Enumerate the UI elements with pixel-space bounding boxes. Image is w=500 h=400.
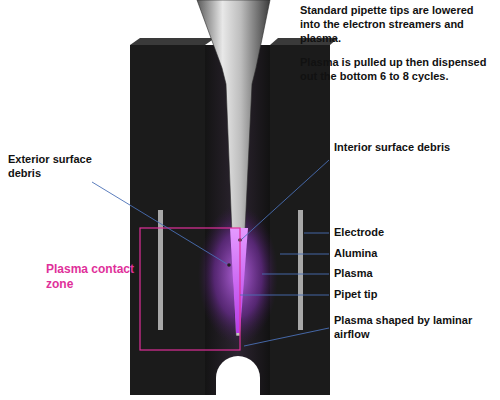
part-label: Plasma shaped by laminar airflow xyxy=(334,314,484,342)
callout-label: Interior surface debris xyxy=(334,141,459,155)
contact-zone-frame xyxy=(140,228,240,350)
leader-line xyxy=(92,182,227,264)
debris-dot xyxy=(227,263,231,267)
bottom-opening xyxy=(216,356,260,395)
part-label: Alumina xyxy=(334,247,484,261)
leader-line xyxy=(244,328,329,346)
leader-line xyxy=(304,233,329,234)
leader-line xyxy=(262,274,329,275)
leader-line xyxy=(280,254,329,255)
pipette-tip xyxy=(197,0,270,336)
note-text: Standard pipette tips are lowered into t… xyxy=(300,4,495,45)
zone-label: Plasma contact zone xyxy=(46,262,136,292)
leader-line xyxy=(242,160,329,239)
part-label: Plasma xyxy=(334,267,484,281)
note-text: Plasma is pulled up then dispensed out t… xyxy=(300,56,495,84)
part-label: Electrode xyxy=(334,226,484,240)
part-label: Pipet tip xyxy=(334,288,484,302)
plasma-inside-tip xyxy=(230,228,248,333)
electrode-bar xyxy=(298,210,303,330)
leader-line xyxy=(240,295,329,296)
housing-top xyxy=(130,38,215,45)
callout-label: Exterior surface debris xyxy=(8,153,123,181)
